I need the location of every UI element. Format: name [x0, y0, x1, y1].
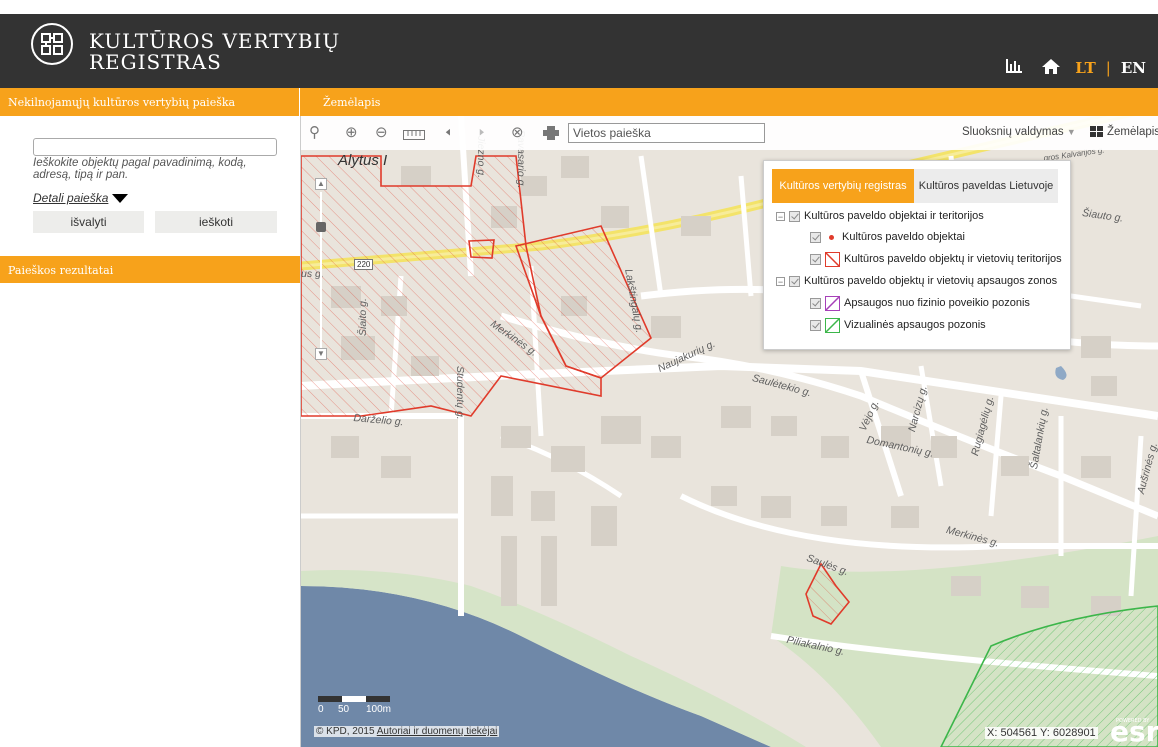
zoom-slider-track[interactable]	[320, 192, 322, 348]
chevron-down-icon: ▼	[1066, 127, 1076, 137]
lang-en-link[interactable]: EN	[1120, 59, 1146, 77]
scale-mid: 50	[338, 704, 350, 715]
heritage-territory-south[interactable]	[805, 562, 851, 625]
layer-item-territories: Kultūros paveldo objektų ir vietovių ter…	[810, 251, 1062, 267]
pond	[1055, 366, 1067, 380]
layer-checkbox[interactable]	[810, 253, 821, 265]
clear-button[interactable]: išvalyti	[33, 211, 144, 233]
section-bar: Nekilnojamųjų kultūros vertybių paieška …	[0, 88, 1158, 116]
attribution-text: © KPD, 2015	[316, 726, 375, 737]
heritage-territory-east[interactable]	[514, 225, 652, 379]
layer-item-visual-zone: Vizualinės apsaugos pozonis	[810, 317, 986, 333]
search-section-title: Nekilnojamųjų kultūros vertybių paieška	[8, 96, 236, 109]
lang-separator: |	[1105, 59, 1111, 77]
purple-hatch-symbol-icon	[825, 295, 840, 311]
back-arrow-icon[interactable]: 🢐	[445, 124, 451, 141]
layer-item-objects: Kultūros paveldo objektai	[810, 229, 965, 245]
layer-group-label: Kultūros paveldo objektų ir vietovių aps…	[804, 275, 1058, 287]
layer-item-physical-zone: Apsaugos nuo fizinio poveikio pozonis	[810, 295, 1030, 311]
zoom-out-icon[interactable]: ⊖	[375, 124, 388, 141]
basemap-label: Žemėlapis	[1107, 126, 1158, 138]
print-icon[interactable]	[543, 126, 559, 145]
home-icon[interactable]	[1041, 58, 1061, 79]
results-title: Paieškos rezultatai	[8, 264, 114, 277]
layer-group-objects: − Kultūros paveldo objektai ir teritorij…	[776, 208, 984, 224]
lang-lt-link[interactable]: LT	[1075, 59, 1096, 77]
detail-search-label: Detali paieška	[33, 191, 109, 205]
layer-group-zones: − Kultūros paveldo objektų ir vietovių a…	[776, 273, 1057, 289]
map-section-title: Žemėlapis	[323, 96, 381, 109]
layer-checkbox[interactable]	[810, 297, 821, 309]
layer-control-dropdown[interactable]: Sluoksnių valdymas ▼	[962, 126, 1076, 138]
tab-kultūros-paveldas-lietuvoje[interactable]: Kultūros paveldas Lietuvoje	[914, 169, 1058, 203]
layer-checkbox[interactable]	[810, 231, 821, 243]
registry-logo-icon[interactable]	[31, 23, 73, 65]
site-title[interactable]: KULTŪROS VERTYBIŲ REGISTRAS	[89, 31, 340, 73]
scale-max: 100m	[366, 704, 392, 715]
collapse-icon[interactable]: −	[776, 211, 785, 222]
header-actions: LT | EN	[1005, 56, 1146, 80]
layer-item-label: Apsaugos nuo fizinio poveikio pozonis	[844, 297, 1030, 309]
zoom-slider-handle[interactable]	[316, 222, 326, 232]
layer-panel: Kultūros vertybių registras Kultūros pav…	[763, 160, 1071, 350]
top-strip	[0, 0, 1158, 14]
clear-graphics-icon[interactable]: ⊗	[511, 124, 524, 141]
forward-arrow-icon[interactable]: 🢒	[479, 124, 485, 141]
map-label-siaito: Šiaito g.	[357, 298, 369, 336]
map-label-alytus: Alytus I	[338, 152, 388, 169]
map-label-road-number: 220	[354, 259, 374, 270]
site-header: KULTŪROS VERTYBIŲ REGISTRAS LT | EN	[0, 14, 1158, 88]
chart-icon[interactable]	[1005, 58, 1023, 78]
measure-ruler-icon[interactable]	[403, 127, 425, 145]
scale-zero: 0	[318, 704, 324, 715]
river	[301, 586, 771, 747]
attribution-link[interactable]: Autoriai ir duomenų tiekėjai	[376, 726, 498, 737]
basemap-control[interactable]: Žemėlapis	[1090, 126, 1158, 138]
powered-by-label: POWERED BY	[1116, 718, 1150, 724]
red-hatch-symbol-icon	[825, 251, 840, 267]
layer-item-label: Kultūros paveldo objektų ir vietovių ter…	[844, 253, 1062, 265]
zoom-up-arrow-icon[interactable]: ▲	[315, 178, 327, 190]
map-label-road-left: us g.	[301, 268, 324, 280]
esri-logo-text: esri	[1110, 715, 1158, 747]
zoom-slider[interactable]: ▲ ▼	[315, 178, 327, 362]
search-hint: Ieškokite objektų pagal pavadinimą, kodą…	[33, 157, 247, 181]
place-search-input[interactable]: Vietos paieška	[568, 123, 765, 143]
search-sidebar: Ieškokite objektų pagal pavadinimą, kodą…	[0, 116, 301, 747]
esri-logo[interactable]: POWERED BY esri	[1110, 715, 1158, 747]
map-viewer[interactable]: Alytus I 220 us g. Jiezno g. Pavasario g…	[301, 116, 1158, 747]
scale-labels: 0 50 100m	[318, 704, 418, 716]
triangle-down-icon[interactable]	[112, 193, 129, 203]
site-title-line2: REGISTRAS	[89, 50, 222, 74]
detail-search-link[interactable]: Detali paieška	[33, 191, 129, 205]
heritage-territory-small[interactable]	[468, 239, 495, 259]
zoom-extent-icon[interactable]: ⚲	[309, 124, 320, 141]
layer-checkbox[interactable]	[810, 319, 821, 331]
site-title-line1: KULTŪROS VERTYBIŲ	[89, 29, 341, 53]
coordinates-readout: X: 504561 Y: 6028901	[985, 727, 1098, 739]
map-attribution: © KPD, 2015 Autoriai ir duomenų tiekėjai	[314, 726, 500, 737]
riverbank-park	[301, 570, 806, 747]
results-header: Paieškos rezultatai	[0, 256, 300, 283]
tab-kultūros-vertybių-registras[interactable]: Kultūros vertybių registras	[772, 169, 914, 203]
map-label-studentu: Studentų g.	[454, 366, 466, 420]
layer-item-label: Vizualinės apsaugos pozonis	[844, 319, 986, 331]
layer-checkbox[interactable]	[789, 210, 800, 222]
zoom-down-arrow-icon[interactable]: ▼	[315, 348, 327, 360]
layer-checkbox[interactable]	[789, 275, 800, 287]
layer-group-label: Kultūros paveldo objektai ir teritorijos	[804, 210, 984, 222]
search-button[interactable]: ieškoti	[155, 211, 277, 233]
divider	[299, 88, 300, 116]
red-dot-symbol-icon	[829, 234, 834, 240]
green-hatch-symbol-icon	[825, 317, 840, 333]
search-input[interactable]	[33, 138, 277, 156]
visual-protection-zone[interactable]	[940, 605, 1158, 747]
basemap-grid-icon	[1090, 126, 1103, 138]
scale-bar	[318, 696, 390, 702]
zoom-in-icon[interactable]: ⊕	[345, 124, 358, 141]
layer-control-label: Sluoksnių valdymas	[962, 126, 1064, 138]
map-toolbar: ⚲ ⊕ ⊖ 🢐 🢒 ⊗ Vietos paieška Sluoksnių val…	[301, 116, 1158, 150]
collapse-icon[interactable]: −	[776, 276, 785, 287]
layer-item-label: Kultūros paveldo objektai	[842, 231, 965, 243]
